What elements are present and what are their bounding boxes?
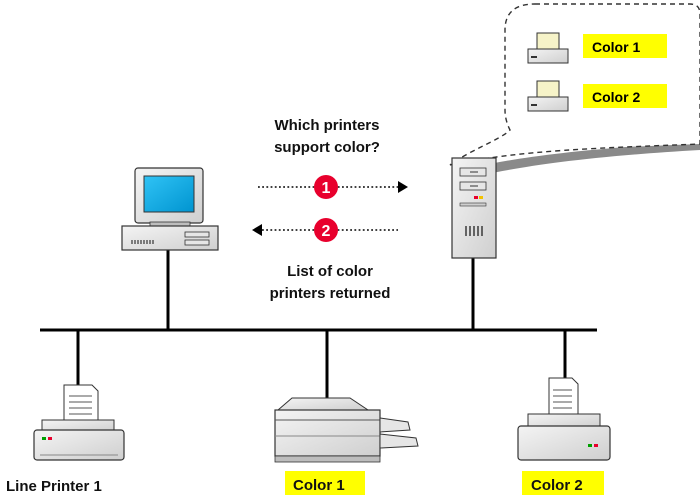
question-line-2: support color? [274, 139, 380, 156]
step-number: 2 [322, 223, 331, 240]
callout-printer-icon [527, 80, 569, 112]
question-line-1: Which printers [274, 117, 379, 134]
server-icon [451, 157, 497, 259]
callout-color1-highlight [583, 34, 667, 58]
request-arrow [258, 181, 408, 193]
callout-item-label: Color 2 [592, 89, 640, 105]
client-computer-icon [121, 167, 219, 251]
color2-highlight [522, 471, 604, 495]
answer-line-2: printers returned [270, 285, 391, 302]
printer-label-line-printer: Line Printer 1 [6, 478, 102, 495]
step-number: 1 [322, 180, 331, 197]
callout-item-label: Color 1 [592, 39, 640, 55]
printer-label-color1: Color 1 [293, 477, 345, 494]
step-1-badge: 1 [314, 175, 338, 199]
callout-color2-highlight [583, 84, 667, 108]
callout-printer-icon [527, 32, 569, 64]
network-bus [40, 248, 597, 400]
printer-label-color2: Color 2 [531, 477, 583, 494]
answer-line-1: List of color [287, 263, 373, 280]
line-printer-icon [33, 384, 125, 461]
step-2-badge: 2 [314, 218, 338, 242]
color-printer-small-icon [517, 377, 611, 461]
color1-highlight [285, 471, 365, 495]
color-printer-large-icon [274, 397, 419, 463]
